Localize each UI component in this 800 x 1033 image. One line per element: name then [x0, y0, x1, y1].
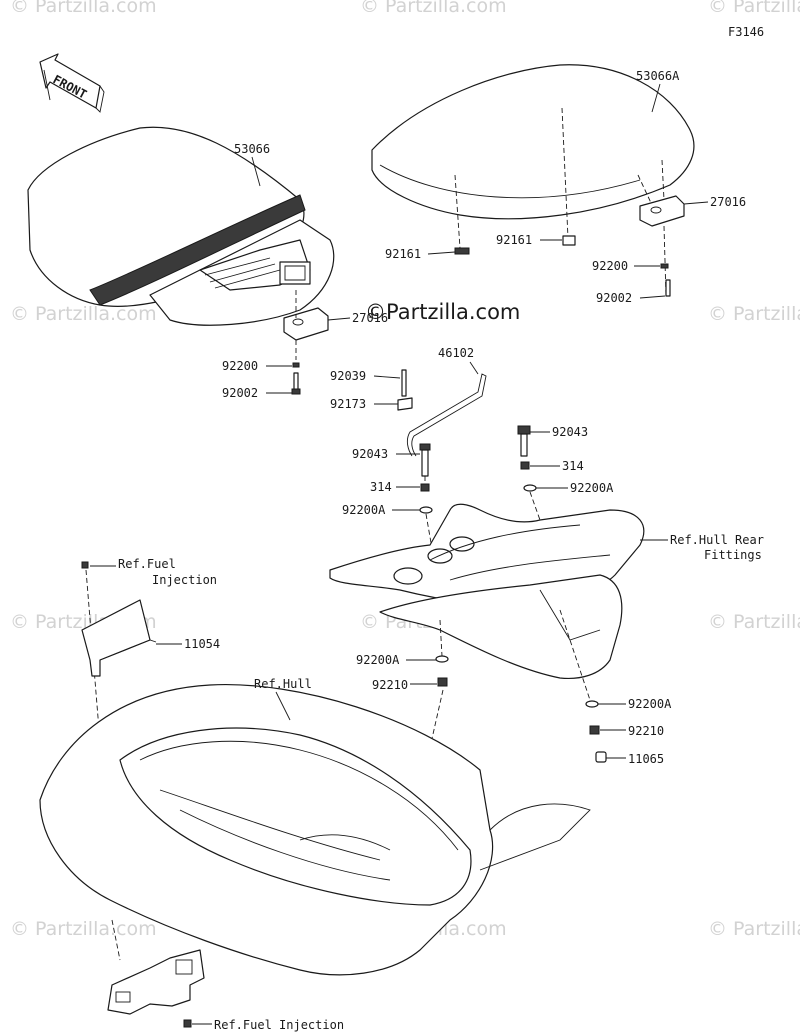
part-314-right — [520, 461, 530, 470]
label-53066A: 53066A — [636, 69, 680, 83]
label-92002-rear: 92002 — [596, 291, 632, 305]
label-11054: 11054 — [184, 637, 220, 651]
watermark: © Partzilla.com — [708, 611, 800, 633]
label-ref-hull-rear-1: Ref.Hull Rear — [670, 533, 764, 547]
label-27016-front: 27016 — [352, 311, 388, 325]
cap-11065 — [595, 751, 607, 763]
label-92210-right-bottom: 92210 — [628, 724, 664, 738]
label-92200A-left-bottom: 92200A — [356, 653, 400, 667]
label-92161-mid: 92161 — [496, 233, 532, 247]
label-ref-hull: Ref.Hull — [254, 677, 312, 691]
nut-left-bottom — [437, 677, 448, 687]
label-92161-left: 92161 — [385, 247, 421, 261]
label-46102: 46102 — [438, 346, 474, 360]
label-ref-fuel-top-1: Ref.Fuel — [118, 557, 176, 571]
seat-front — [27, 126, 335, 326]
stopper-rear — [639, 195, 685, 227]
part-314-left — [420, 483, 430, 492]
watermark: © Partzilla.com — [10, 303, 157, 325]
bolt-front — [293, 372, 299, 392]
label-27016-rear: 27016 — [710, 195, 746, 209]
label-92043-left: 92043 — [352, 447, 388, 461]
washer-a-left-bottom — [435, 655, 449, 663]
bolt-right — [520, 433, 528, 457]
fuel-injection-bracket — [107, 949, 205, 1015]
bolt-left — [421, 449, 429, 477]
label-92043-right: 92043 — [552, 425, 588, 439]
hull — [39, 683, 591, 976]
washer-front — [292, 362, 300, 368]
clip-rear-mid — [562, 235, 576, 246]
label-92200A-right-bottom: 92200A — [628, 697, 672, 711]
label-314-left: 314 — [370, 480, 392, 494]
watermark: © Partzilla.com — [708, 918, 800, 940]
stopper-front — [283, 307, 329, 341]
washer-a-right-bottom — [585, 700, 599, 708]
nut-right-bottom — [589, 725, 600, 735]
pin-92039 — [401, 369, 407, 397]
seat-rear — [371, 64, 695, 220]
bolt-right-head — [517, 425, 531, 435]
label-53066: 53066 — [234, 142, 270, 156]
front-arrow-icon: FRONT — [39, 53, 105, 113]
washer-rear — [660, 263, 669, 269]
clip-92173 — [397, 397, 413, 411]
label-11065: 11065 — [628, 752, 664, 766]
label-92200-rear: 92200 — [592, 259, 628, 273]
label-92200-front: 92200 — [222, 359, 258, 373]
watermark: © Partzilla.com — [360, 0, 507, 17]
hull-rear-fittings — [329, 503, 645, 680]
label-ref-hull-rear-2: Fittings — [704, 548, 762, 562]
label-92200A-left-top: 92200A — [342, 503, 386, 517]
watermark: © Partzilla.com — [10, 0, 157, 17]
figure-code: F3146 — [728, 25, 764, 39]
rod-46102 — [406, 373, 487, 457]
label-92210-left-bottom: 92210 — [372, 678, 408, 692]
clip-rear-left — [454, 247, 470, 255]
watermark: © Partzilla.com — [10, 918, 157, 940]
bolt-rear — [665, 279, 671, 297]
bracket-11054 — [81, 599, 157, 677]
label-92039: 92039 — [330, 369, 366, 383]
washer-a-left-top — [419, 506, 433, 514]
label-ref-fuel-top-2: Injection — [152, 573, 217, 587]
label-314-right: 314 — [562, 459, 584, 473]
label-92002-front: 92002 — [222, 386, 258, 400]
washer-a-right-top — [523, 484, 537, 492]
label-92173: 92173 — [330, 397, 366, 411]
label-ref-fuel-bottom: Ref.Fuel Injection — [214, 1018, 344, 1032]
watermark: © Partzilla.com — [708, 303, 800, 325]
center-watermark: ©Partzilla.com — [365, 300, 520, 324]
watermark: © Partzilla.com — [708, 0, 800, 17]
label-92200A-right-top: 92200A — [570, 481, 614, 495]
bolt-left-head — [419, 443, 431, 451]
